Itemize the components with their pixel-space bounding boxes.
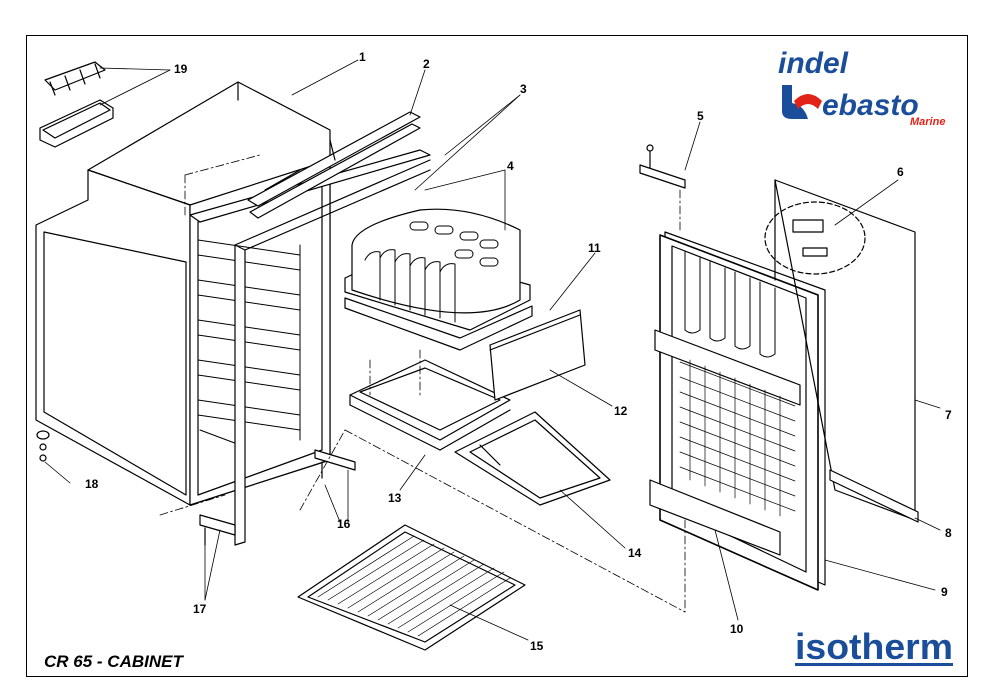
drip-tray — [454, 411, 611, 506]
cabinet-foot — [36, 430, 50, 462]
drawing-frame — [26, 35, 968, 677]
callout-2: 2 — [423, 57, 430, 71]
callout-7: 7 — [945, 408, 952, 422]
callout-14: 14 — [628, 546, 642, 560]
isotherm-logo: isotherm — [795, 626, 953, 667]
evaporator-unit — [344, 208, 533, 351]
callout-8: 8 — [945, 526, 952, 540]
callout-18: 18 — [85, 477, 99, 491]
callout-12: 12 — [614, 404, 628, 418]
indel-webasto-logo: indel ebasto Marine — [778, 47, 945, 125]
callout-10: 10 — [730, 622, 744, 636]
logo-webasto-w-mark — [782, 85, 808, 119]
logo-indel-text: indel — [778, 47, 849, 80]
callout-15: 15 — [530, 639, 544, 653]
logo-isotherm-underline — [795, 663, 953, 666]
callout-4: 4 — [507, 159, 514, 173]
top-hinge — [639, 144, 686, 189]
callout-1: 1 — [359, 50, 366, 64]
callout-5: 5 — [697, 109, 704, 123]
wire-shelf — [297, 524, 526, 651]
hinge-strip — [829, 469, 919, 523]
accessories-egg-rack-bin — [39, 61, 114, 148]
callout-9: 9 — [941, 585, 948, 599]
drawing-title: CR 65 - CABINET — [44, 652, 183, 671]
callout-11: 11 — [588, 241, 601, 255]
callout-3: 3 — [520, 82, 527, 96]
hinge-brackets — [199, 449, 356, 546]
drip-tray-frame — [349, 359, 511, 451]
callout-13: 13 — [388, 491, 402, 505]
top-rail — [247, 111, 421, 219]
logo-isotherm-text: isotherm — [795, 626, 953, 667]
callout-17: 17 — [193, 602, 207, 616]
logo-webasto-text: ebasto — [822, 89, 919, 122]
door-latch — [764, 201, 866, 275]
logo-marine-text: Marine — [910, 116, 945, 125]
door-assembly — [649, 231, 826, 591]
evaporator-plate — [489, 309, 586, 401]
callout-6: 6 — [897, 165, 904, 179]
callout-16: 16 — [337, 517, 351, 531]
logo-wave-mark — [794, 94, 822, 109]
callout-19: 19 — [174, 62, 188, 76]
